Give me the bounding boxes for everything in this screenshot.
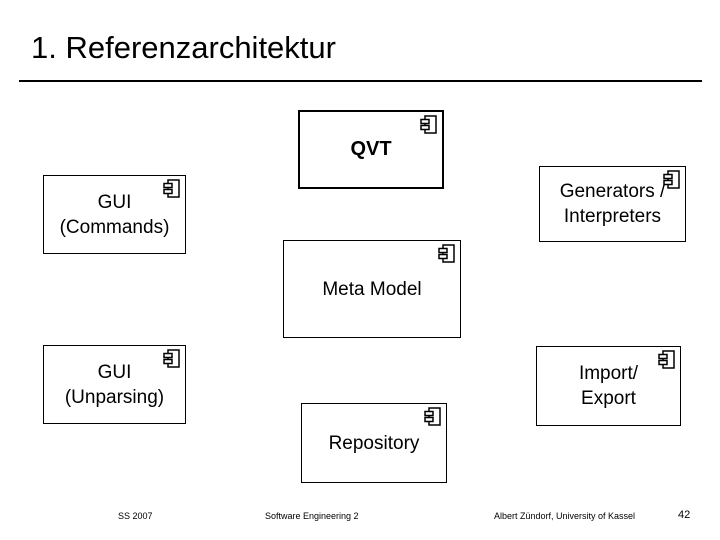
component-label: QVT — [350, 138, 392, 160]
component-meta-model: Meta Model — [283, 240, 461, 338]
component-label: Generators / Interpreters — [559, 181, 666, 227]
component-label: Repository — [328, 432, 420, 454]
slide-title: 1. Referenzarchitektur — [31, 30, 336, 65]
title-underline — [19, 80, 702, 82]
component-icon — [663, 170, 680, 189]
component-icon — [438, 244, 455, 263]
component-import-export: Import/ Export — [536, 346, 681, 426]
component-gui-commands: GUI (Commands) — [43, 175, 186, 254]
footer-semester: SS 2007 — [118, 511, 153, 521]
component-label: GUI (Commands) — [59, 191, 170, 238]
footer-author: Albert Zündorf, University of Kassel — [494, 511, 636, 521]
component-qvt: QVT — [298, 110, 444, 189]
component-icon — [420, 115, 437, 134]
component-label: Meta Model — [322, 278, 422, 300]
component-icon — [424, 407, 441, 426]
component-icon — [163, 349, 180, 368]
component-generators-interpreters: Generators / Interpreters — [539, 166, 686, 242]
component-label: GUI (Unparsing) — [64, 361, 165, 408]
footer-course-title: Software Engineering 2 — [265, 511, 359, 521]
footer-page-number: 42 — [678, 509, 691, 521]
component-repository: Repository — [301, 403, 447, 483]
component-label: Import/ Export — [578, 363, 639, 409]
component-gui-unparsing: GUI (Unparsing) — [43, 345, 186, 424]
component-icon — [163, 179, 180, 198]
component-icon — [658, 350, 675, 369]
